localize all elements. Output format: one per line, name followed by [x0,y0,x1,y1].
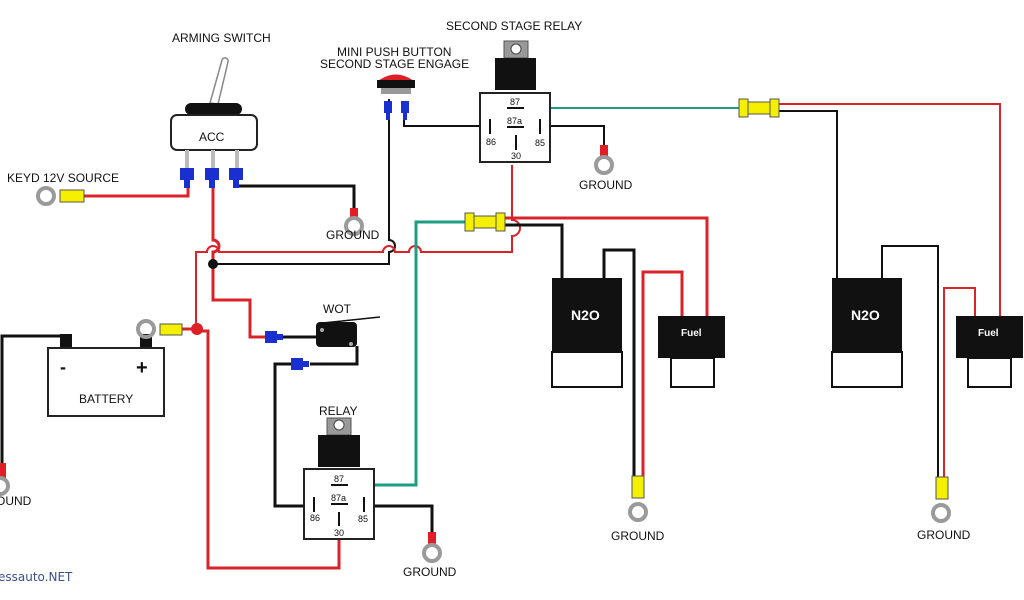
wire-wot-out [310,346,359,366]
wire-switch-to-wot [211,186,268,339]
wire-fuel1-ground [641,270,684,480]
wire-switch-ground [238,184,356,210]
battery-label: BATTERY [79,392,133,406]
svg-text:GROUND: GROUND [403,565,457,579]
svg-text:Fuel: Fuel [978,328,999,339]
ground-stage1: GROUND [611,475,665,543]
wire-wot-to-relay86 [273,362,312,508]
watermark: essauto.NET [0,570,73,584]
toggle-lever-icon [209,57,229,105]
svg-text:OUND: OUND [0,494,32,508]
wire-n2o1-ground [602,248,636,480]
wire-relay87-trigger [348,220,466,487]
blue-connectors [180,168,243,188]
wire-button-to-relay86 [403,115,480,127]
relay: RELAY 87 87a 86 85 30 [303,404,375,540]
wire-relay85-ground [365,504,434,533]
wire-fuse2-to-fuel2 [779,103,1001,318]
push-button[interactable]: MINI PUSH BUTTON SECOND STAGE ENGAGE [320,45,469,120]
wire-fuel2-ground [943,287,976,478]
battery-negative-label: - [60,357,66,377]
second-stage-relay: SECOND STAGE RELAY 87 87a 86 85 30 [446,19,582,163]
fuse-holder-1 [464,212,506,232]
svg-text:87: 87 [510,97,520,107]
wire-junction-to-button [213,99,396,265]
keyed-source-label: KEYD 12V SOURCE [7,171,119,185]
wire-fuse2-to-n2o2 [779,110,838,278]
svg-text:86: 86 [310,513,320,523]
svg-text:GROUND: GROUND [579,178,633,192]
switch-position-label: ACC [199,130,225,144]
svg-text:85: 85 [358,514,368,524]
toggle-collar [185,103,242,115]
svg-text:87a: 87a [331,493,346,503]
button-cap-icon [378,74,414,81]
ground-relay2: GROUND [579,145,633,192]
wire-relay2-85-ground [544,125,605,146]
fuse-holder-2 [738,98,780,118]
wire-keyed-source [82,185,190,198]
svg-text:GROUND: GROUND [611,529,665,543]
wire-n2o2-ground [881,245,939,478]
arming-switch-label: ARMING SWITCH [172,31,271,45]
svg-text:Fuel: Fuel [681,328,702,339]
wires [0,99,1001,570]
wire-battery-to-relay30 [202,329,341,570]
wire-power-bus [195,165,521,330]
ground-battery: OUND [0,463,32,508]
battery: - + BATTERY [47,319,183,417]
junction-dot-red [191,323,203,335]
yellow-connector [59,189,85,203]
ring-terminal-icon [36,186,56,206]
wot-switch[interactable]: WOT [265,302,381,370]
svg-text:87: 87 [334,474,344,484]
ground-stage2: GROUND [917,476,971,542]
svg-text:N2O: N2O [851,307,880,323]
svg-text:85: 85 [535,138,545,148]
push-button-label-2: SECOND STAGE ENGAGE [320,57,469,71]
svg-text:86: 86 [486,137,496,147]
n2o-solenoid-1: N2O [551,278,623,388]
second-stage-relay-label: SECOND STAGE RELAY [446,19,582,33]
wire-fuse-to-n2o1 [505,223,564,278]
svg-text:N2O: N2O [571,307,600,323]
keyed-12v-source: KEYD 12V SOURCE [7,171,119,206]
battery-positive-label: + [136,357,148,379]
svg-text:GROUND: GROUND [917,528,971,542]
ground-switch: GROUND [326,208,380,242]
wire-fuse-to-fuel1 [505,216,709,318]
ground-relay: GROUND [403,532,457,579]
fuel-solenoid-1: Fuel [658,316,725,388]
svg-text:87a: 87a [507,116,522,126]
relay-label: RELAY [319,404,357,418]
junction-dot [208,259,218,269]
wot-label: WOT [323,302,352,316]
ground-label: GROUND [326,228,380,242]
fuel-solenoid-2: Fuel [956,316,1023,388]
svg-text:30: 30 [334,528,344,538]
push-button-label-1: MINI PUSH BUTTON [337,45,451,59]
wire-battery-negative [0,334,66,465]
svg-text:30: 30 [511,151,521,161]
n2o-solenoid-2: N2O [831,278,903,388]
arming-switch[interactable]: ARMING SWITCH ACC [170,31,271,188]
